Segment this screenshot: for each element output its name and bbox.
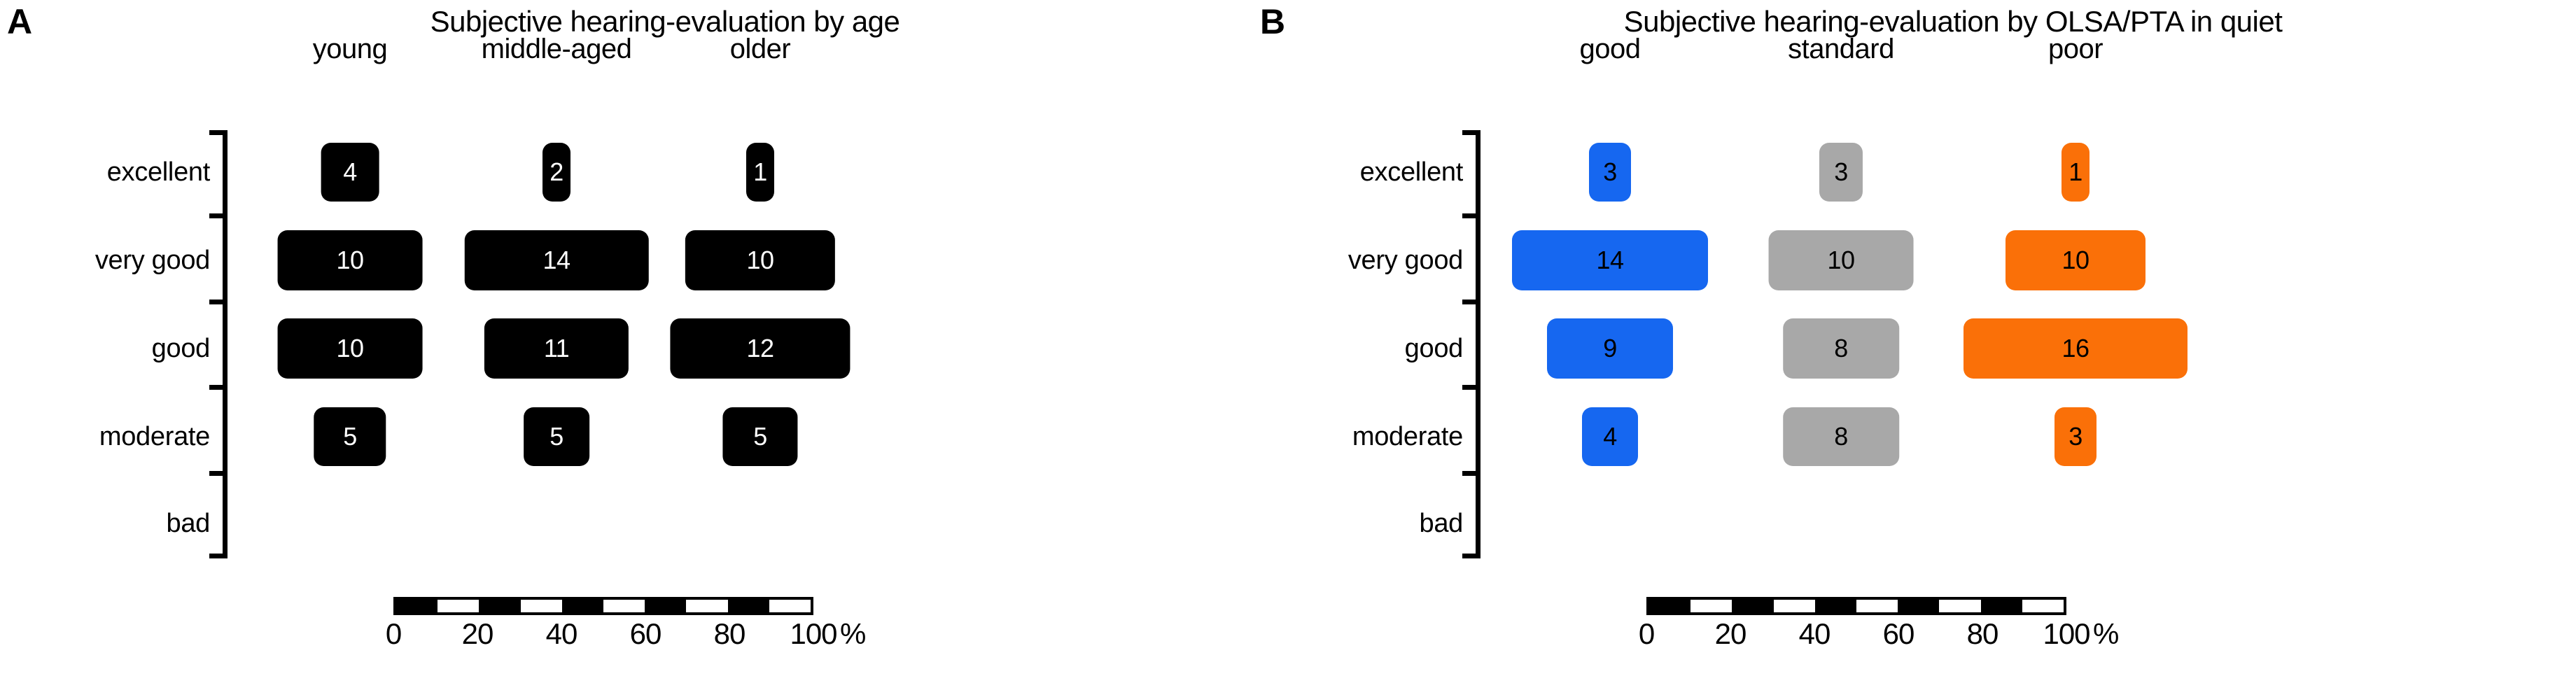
y-axis-label-good: good xyxy=(151,334,211,363)
scale-segment xyxy=(686,600,728,612)
y-axis-tick xyxy=(1462,130,1480,135)
y-axis-tick xyxy=(1462,299,1480,304)
scale-tick-label-0: 0 xyxy=(385,617,402,650)
panel-a-plot: excellent very good good moderate bad young mi… xyxy=(0,0,1246,683)
bar-young-very-good: 10 xyxy=(277,230,423,290)
group-header-older: older xyxy=(729,34,791,64)
bar-middle-aged-moderate: 5 xyxy=(524,407,589,466)
y-axis-spine xyxy=(1476,130,1480,558)
bar-poor-good: 16 xyxy=(1963,318,2188,379)
y-axis-label-moderate: moderate xyxy=(1352,422,1463,451)
bar-older-very-good: 10 xyxy=(685,230,836,290)
scale-segment xyxy=(603,600,645,612)
panel-b-plot: excellent very good good moderate bad good sta… xyxy=(1253,0,2576,683)
scale-tick-label-20: 20 xyxy=(461,617,494,650)
scale-unit-label: % xyxy=(2093,617,2119,650)
scale-segment xyxy=(769,600,811,612)
scale-tick-label-80: 80 xyxy=(1966,617,1999,650)
bar-standard-good: 8 xyxy=(1783,318,1899,379)
scale-segment xyxy=(1856,600,1898,612)
bar-middle-aged-very-good: 14 xyxy=(464,230,649,290)
scale-tick-label-100: 100 xyxy=(2043,617,2090,650)
scale-segment xyxy=(2022,600,2064,612)
y-axis-tick xyxy=(1462,554,1480,558)
bar-standard-very-good: 10 xyxy=(1768,230,1914,290)
scale-tick-label-60: 60 xyxy=(1882,617,1915,650)
y-axis-tick xyxy=(1462,470,1480,476)
group-header-young: young xyxy=(312,34,388,64)
y-axis-tick xyxy=(209,130,227,135)
bar-good-moderate: 4 xyxy=(1582,407,1638,466)
y-axis-tick xyxy=(209,213,227,219)
bar-good-very-good: 14 xyxy=(1512,230,1708,290)
y-axis-label-excellent: excellent xyxy=(106,157,211,187)
panel-a: A Subjective hearing-evaluation by age e… xyxy=(0,0,1246,683)
percent-scale-bar xyxy=(393,597,813,615)
bar-older-excellent: 1 xyxy=(746,143,774,202)
group-header-middle-aged: middle-aged xyxy=(481,34,632,64)
y-axis-tick xyxy=(209,385,227,390)
group-header-poor: poor xyxy=(2047,34,2104,64)
panel-b-title: Subjective hearing-evaluation by OLSA/PT… xyxy=(1623,5,2283,38)
scale-tick-label-60: 60 xyxy=(629,617,662,650)
y-axis-label-bad: bad xyxy=(166,509,210,538)
panel-a-title: Subjective hearing-evaluation by age xyxy=(430,5,900,38)
scale-tick-label-80: 80 xyxy=(713,617,746,650)
y-axis-label-very-good: very good xyxy=(1348,246,1463,275)
bar-young-excellent: 4 xyxy=(321,143,379,202)
scale-tick-label-100: 100 xyxy=(790,617,837,650)
bar-standard-moderate: 8 xyxy=(1783,407,1899,466)
scale-segment xyxy=(438,600,479,612)
bar-older-good: 12 xyxy=(670,318,850,379)
percent-scale-bar xyxy=(1646,597,2066,615)
bar-poor-excellent: 1 xyxy=(2062,143,2090,202)
scale-tick-label-40: 40 xyxy=(545,617,578,650)
panel-b: B Subjective hearing-evaluation by OLSA/… xyxy=(1253,0,2576,683)
y-axis-label-bad: bad xyxy=(1419,509,1463,538)
bar-middle-aged-excellent: 2 xyxy=(542,143,570,202)
scale-unit-label: % xyxy=(840,617,866,650)
y-axis-label-excellent: excellent xyxy=(1359,157,1464,187)
y-axis-label-good: good xyxy=(1404,334,1464,363)
scale-tick-label-0: 0 xyxy=(1638,617,1655,650)
y-axis-label-moderate: moderate xyxy=(99,422,210,451)
panel-b-letter: B xyxy=(1260,2,1285,41)
y-axis-tick xyxy=(1462,213,1480,219)
bar-middle-aged-good: 11 xyxy=(484,318,629,379)
bar-good-good: 9 xyxy=(1547,318,1673,379)
y-axis-label-very-good: very good xyxy=(94,246,210,275)
scale-segment xyxy=(1773,600,1815,612)
bar-older-moderate: 5 xyxy=(722,407,798,466)
scale-tick-label-40: 40 xyxy=(1798,617,1831,650)
y-axis-tick xyxy=(209,299,227,304)
bar-young-moderate: 5 xyxy=(314,407,386,466)
y-axis-tick xyxy=(209,554,227,558)
y-axis-tick xyxy=(1462,385,1480,390)
scale-segment xyxy=(520,600,562,612)
bar-poor-moderate: 3 xyxy=(2054,407,2096,466)
bar-good-excellent: 3 xyxy=(1589,143,1631,202)
scale-tick-label-20: 20 xyxy=(1714,617,1747,650)
bar-young-good: 10 xyxy=(277,318,423,379)
scale-segment xyxy=(1939,600,1981,612)
y-axis-spine xyxy=(223,130,227,558)
bar-poor-very-good: 10 xyxy=(2005,230,2146,290)
scale-segment xyxy=(1690,600,1732,612)
panel-a-letter: A xyxy=(7,2,32,41)
bar-standard-excellent: 3 xyxy=(1819,143,1863,202)
group-header-standard: standard xyxy=(1788,34,1894,64)
group-header-good: good xyxy=(1579,34,1641,64)
y-axis-tick xyxy=(209,470,227,476)
